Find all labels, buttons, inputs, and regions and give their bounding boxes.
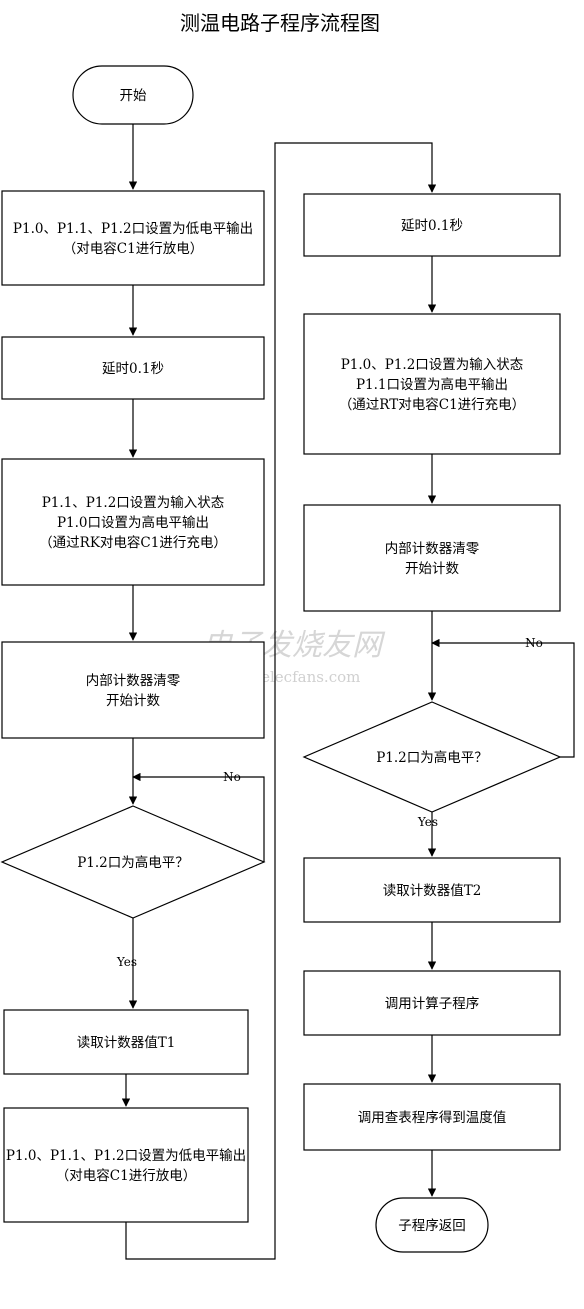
edge-no-loop-left <box>132 772 265 862</box>
node-label: （对电容C1进行放电） <box>56 1167 196 1184</box>
process-shape <box>3 1107 249 1223</box>
process-shape <box>1 190 265 286</box>
process-shape <box>303 970 561 1036</box>
decision-shape <box>302 701 562 813</box>
node-label: P1.0、P1.2口设置为输入状态 <box>341 357 524 373</box>
edge-no-loop-right <box>431 638 575 758</box>
node-label: P1.2口为高电平？ <box>376 749 488 766</box>
node-label: P1.1口设置为高电平输出 <box>356 376 508 393</box>
node-label: 延时0.1秒 <box>102 361 164 377</box>
process-shape <box>303 857 561 923</box>
node-label: 内部计数器清零 <box>385 541 480 557</box>
nodes: 开始 P1.0、P1.1、P1.2口设置为低电平输出 （对电容C1进行放电） 延时0.… <box>0 65 562 1253</box>
edge-label-yes: Yes <box>417 815 438 829</box>
node-label: 延时0.1秒 <box>401 218 463 234</box>
node-label: （对电容C1进行放电） <box>63 240 203 257</box>
node-label: 开始 <box>120 88 147 104</box>
process-shape <box>303 504 561 612</box>
node-l1: P1.0、P1.1、P1.2口设置为低电平输出 （对电容C1进行放电） <box>1 190 265 286</box>
node-r1: 延时0.1秒 <box>303 193 561 257</box>
node-r7: 调用查表程序得到温度值 <box>303 1083 561 1151</box>
node-start: 开始 <box>72 65 194 125</box>
node-r2: P1.0、P1.2口设置为输入状态 P1.1口设置为高电平输出 （通过RT对电容C1… <box>303 313 561 455</box>
edge-label-yes: Yes <box>116 955 137 969</box>
node-label: 读取计数器值T2 <box>383 883 482 899</box>
node-l7: P1.0、P1.1、P1.2口设置为低电平输出 （对电容C1进行放电） <box>3 1107 249 1223</box>
terminator-shape <box>72 65 194 125</box>
process-shape <box>1 458 265 586</box>
terminator-shape <box>375 1197 489 1253</box>
node-label: P1.0、P1.1、P1.2口设置为低电平输出 <box>13 221 253 237</box>
process-shape <box>3 1009 249 1075</box>
node-l3: P1.1、P1.2口设置为输入状态 P1.0口设置为高电平输出 （通过RK对电容C1… <box>1 458 265 586</box>
process-shape <box>303 313 561 455</box>
node-label: 内部计数器清零 <box>86 673 181 689</box>
node-l6: 读取计数器值T1 <box>3 1009 249 1075</box>
node-end: 子程序返回 <box>375 1197 489 1253</box>
edge-connector-l7-r1 <box>125 142 437 1260</box>
node-label: P1.2口为高电平？ <box>77 854 189 871</box>
node-r4: P1.2口为高电平？ <box>302 701 562 813</box>
edge-label-no: No <box>223 770 241 784</box>
diagram-title: 测温电路子程序流程图 <box>180 11 380 35</box>
decision-shape <box>0 805 266 919</box>
node-label: 开始计数 <box>106 693 160 709</box>
node-label: （通过RK对电容C1进行充电） <box>39 534 227 551</box>
edge-label-no: No <box>525 636 543 650</box>
node-label: P1.0口设置为高电平输出 <box>57 514 209 531</box>
node-label: P1.1、P1.2口设置为输入状态 <box>42 495 225 511</box>
node-label: 读取计数器值T1 <box>77 1035 176 1051</box>
node-label: （通过RT对电容C1进行充电） <box>339 396 525 413</box>
process-shape <box>303 193 561 257</box>
node-label: P1.0、P1.1、P1.2口设置为低电平输出 <box>6 1148 246 1164</box>
process-shape <box>1 641 265 739</box>
node-r5: 读取计数器值T2 <box>303 857 561 923</box>
node-label: 子程序返回 <box>398 1218 466 1234</box>
node-l5: P1.2口为高电平？ <box>0 805 266 919</box>
process-shape <box>303 1083 561 1151</box>
node-label: 调用查表程序得到温度值 <box>358 1109 507 1126</box>
process-shape <box>1 336 265 400</box>
node-r6: 调用计算子程序 <box>303 970 561 1036</box>
node-l2: 延时0.1秒 <box>1 336 265 400</box>
node-label: 调用计算子程序 <box>385 996 480 1012</box>
node-label: 开始计数 <box>405 561 459 577</box>
